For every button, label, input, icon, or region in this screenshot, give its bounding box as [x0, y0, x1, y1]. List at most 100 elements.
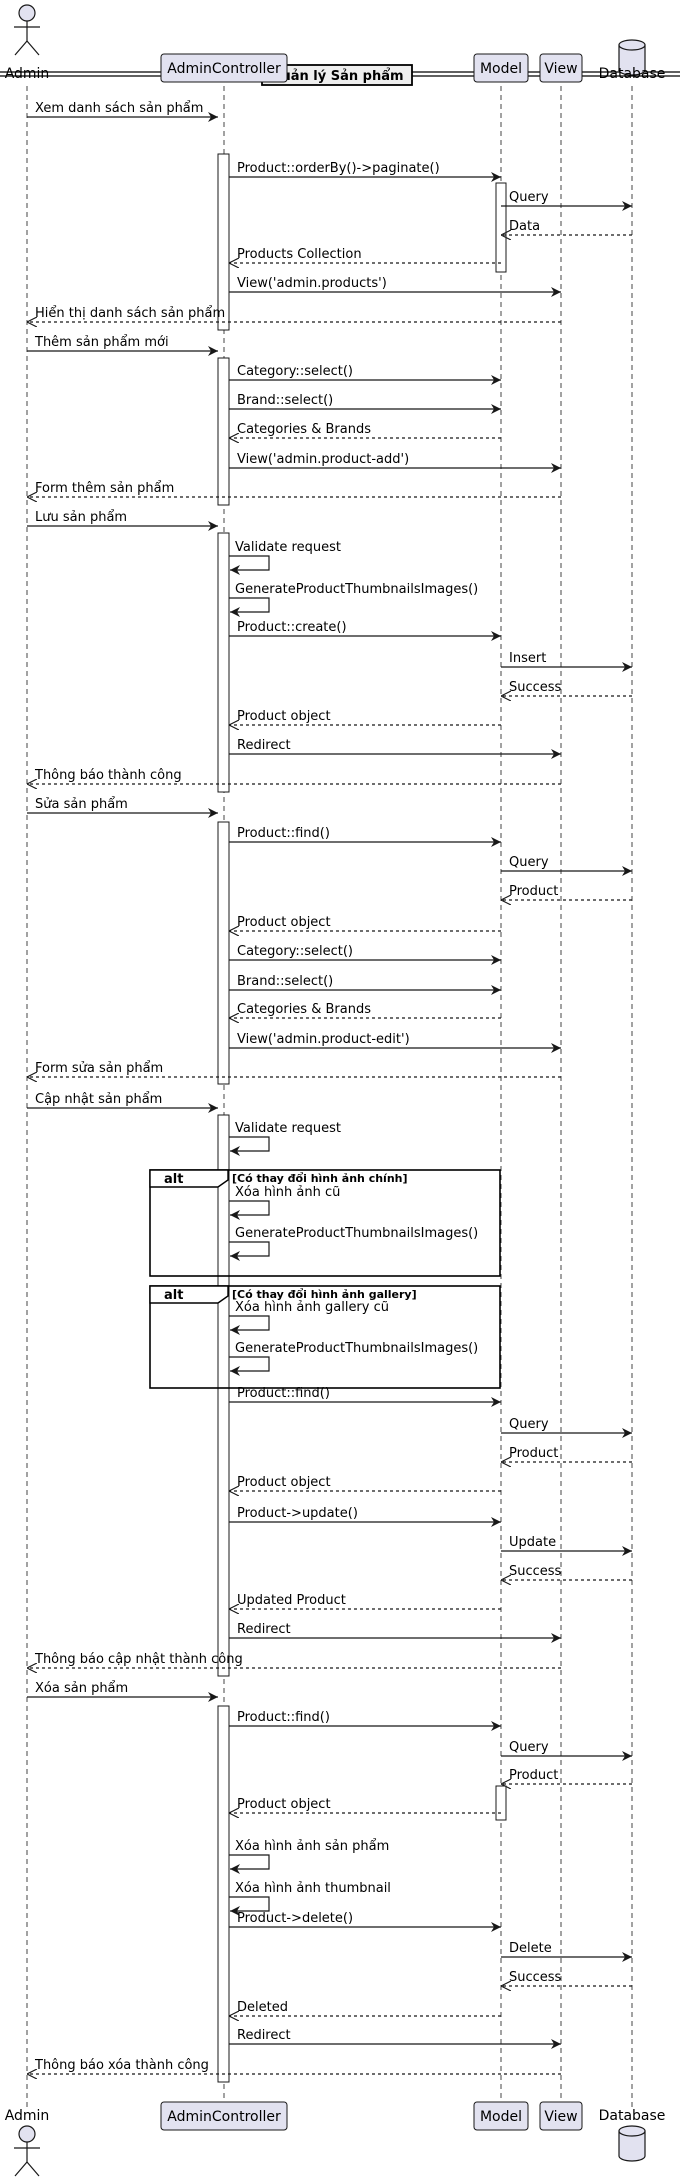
message-label: Query	[509, 190, 549, 205]
message-label: Product	[509, 1446, 558, 1461]
message-label: Success	[509, 680, 562, 695]
message-label: Lưu sản phẩm	[35, 510, 127, 525]
message-7: Hiển thị danh sách sản phẩm	[27, 306, 561, 322]
message-label: View('admin.products')	[237, 276, 387, 291]
message-label: Redirect	[237, 1622, 291, 1637]
message-17: Product::create()	[229, 620, 501, 641]
activation-ctrl-6	[217, 1705, 230, 2083]
message-11: Categories & Brands	[229, 422, 501, 438]
message-label: View('admin.product-add')	[237, 452, 409, 467]
message-label: Sửa sản phẩm	[35, 797, 128, 812]
message-label: Thêm sản phẩm mới	[34, 335, 169, 350]
fragments: alt[Có thay đổi hình ảnh chính]alt[Có th…	[149, 1169, 501, 1389]
message-label: Product::orderBy()->paginate()	[237, 161, 440, 176]
message-38: GenerateProductThumbnailsImages()	[229, 1341, 478, 1376]
message-label: Form thêm sản phẩm	[35, 481, 174, 496]
message-59: Deleted	[229, 2000, 501, 2016]
message-label: Validate request	[235, 540, 341, 555]
message-60: Redirect	[229, 2028, 561, 2049]
self-message-arrow	[229, 555, 270, 575]
message-44: Update	[501, 1535, 632, 1556]
message-label: Xóa hình ảnh thumbnail	[235, 1881, 391, 1896]
message-label: Hiển thị danh sách sản phẩm	[35, 306, 225, 321]
participant-label-view: View	[544, 61, 577, 77]
message-47: Redirect	[229, 1622, 561, 1643]
activation-ctrl-3	[217, 532, 230, 793]
alt-fragment-tag: alt	[164, 1288, 183, 1303]
message-49: Xóa sản phẩm	[27, 1681, 218, 1702]
message-label: Xóa hình ảnh cũ	[235, 1185, 340, 1200]
message-45: Success	[501, 1564, 632, 1580]
message-2: Product::orderBy()->paginate()	[229, 161, 501, 182]
message-31: View('admin.product-edit')	[229, 1032, 561, 1053]
database-db-bottom: Database	[599, 2108, 665, 2162]
message-51: Query	[501, 1740, 632, 1761]
message-10: Brand::select()	[229, 393, 501, 414]
message-32: Form sửa sản phẩm	[27, 1061, 561, 1077]
message-label: Xóa sản phẩm	[35, 1681, 128, 1696]
message-label: Updated Product	[237, 1593, 346, 1608]
message-20: Product object	[229, 709, 501, 725]
message-16: GenerateProductThumbnailsImages()	[229, 582, 478, 617]
message-36: GenerateProductThumbnailsImages()	[229, 1226, 478, 1261]
participant-view-top: View	[539, 53, 583, 83]
message-label: Thông báo thành công	[34, 768, 182, 783]
participant-model-bottom: Model	[473, 2101, 529, 2131]
alt-fragment-1: alt[Có thay đổi hình ảnh chính]	[149, 1169, 501, 1277]
message-40: Query	[501, 1417, 632, 1438]
message-42: Product object	[229, 1475, 501, 1491]
message-19: Success	[501, 680, 632, 696]
self-message-arrow	[229, 597, 270, 617]
message-label: Xóa hình ảnh gallery cũ	[235, 1300, 389, 1315]
message-label: Product	[509, 1768, 558, 1783]
participant-label-db: Database	[599, 66, 666, 82]
message-55: Xóa hình ảnh thumbnail	[229, 1881, 391, 1916]
self-message-arrow	[229, 1241, 270, 1261]
message-label: Validate request	[235, 1121, 341, 1136]
message-label: Redirect	[237, 738, 291, 753]
section-title: Quản lý Sản phẩm	[270, 68, 403, 84]
message-29: Brand::select()	[229, 974, 501, 995]
message-24: Product::find()	[229, 826, 501, 847]
self-message-arrow	[229, 1315, 270, 1335]
messages: Xem danh sách sản phẩmProduct::orderBy()…	[27, 101, 632, 2074]
participant-label-admin: Admin	[5, 2108, 50, 2124]
message-15: Validate request	[229, 540, 341, 575]
message-label: Success	[509, 1970, 562, 1985]
message-label: Redirect	[237, 2028, 291, 2043]
message-label: Query	[509, 1740, 549, 1755]
participant-ctrl-top: AdminController	[160, 53, 288, 83]
message-label: Delete	[509, 1941, 552, 1956]
message-label: Product::find()	[237, 1386, 330, 1401]
message-label: Product	[509, 884, 558, 899]
message-label: Products Collection	[237, 247, 362, 262]
self-message-arrow	[229, 1356, 270, 1376]
message-label: GenerateProductThumbnailsImages()	[235, 582, 478, 597]
message-52: Product	[501, 1768, 632, 1784]
message-14: Lưu sản phẩm	[27, 510, 218, 531]
message-41: Product	[501, 1446, 632, 1462]
message-label: Product->delete()	[237, 1911, 353, 1926]
actor-admin-bottom: Admin	[5, 2108, 50, 2177]
activation-ctrl-4	[217, 821, 230, 1085]
message-label: Product::find()	[237, 826, 330, 841]
message-label: Xóa hình ảnh sản phẩm	[235, 1839, 389, 1854]
message-43: Product->update()	[229, 1506, 501, 1527]
self-message-arrow	[229, 1896, 270, 1916]
message-13: Form thêm sản phẩm	[27, 481, 561, 497]
alt-fragment-tag: alt	[164, 1172, 183, 1187]
message-26: Product	[501, 884, 632, 900]
message-label: Product object	[237, 1797, 331, 1812]
message-53: Product object	[229, 1797, 501, 1813]
message-37: Xóa hình ảnh gallery cũ	[229, 1300, 389, 1335]
message-label: Deleted	[237, 2000, 288, 2015]
message-22: Thông báo thành công	[27, 768, 561, 784]
message-label: View('admin.product-edit')	[237, 1032, 410, 1047]
message-label: Thông báo xóa thành công	[34, 2058, 209, 2073]
message-label: Product object	[237, 709, 331, 724]
message-27: Product object	[229, 915, 501, 931]
message-label: Cập nhật sản phẩm	[35, 1092, 162, 1107]
message-label: Update	[509, 1535, 556, 1550]
message-35: Xóa hình ảnh cũ	[229, 1185, 340, 1220]
